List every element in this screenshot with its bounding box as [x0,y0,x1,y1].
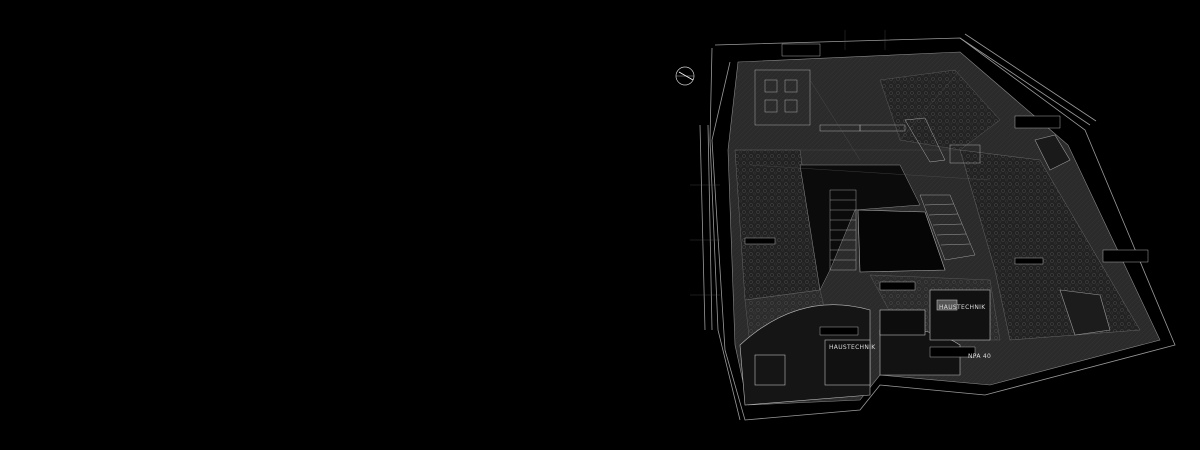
north-arrow-icon [675,66,695,86]
haustechnik-label-right: HAUSTECHNIK [939,304,986,311]
stair-left [829,189,857,271]
right-annex [1034,134,1111,336]
haustechnik-label-left: HAUSTECHNIK [829,344,876,351]
central-void [857,209,946,273]
right-service-block [879,289,991,341]
grid-lines [690,30,991,296]
npa-label: NPA 40 [968,353,991,360]
stair-right [919,194,976,261]
annotation-boxes [744,43,1149,358]
outer-perimeter [699,33,1176,421]
